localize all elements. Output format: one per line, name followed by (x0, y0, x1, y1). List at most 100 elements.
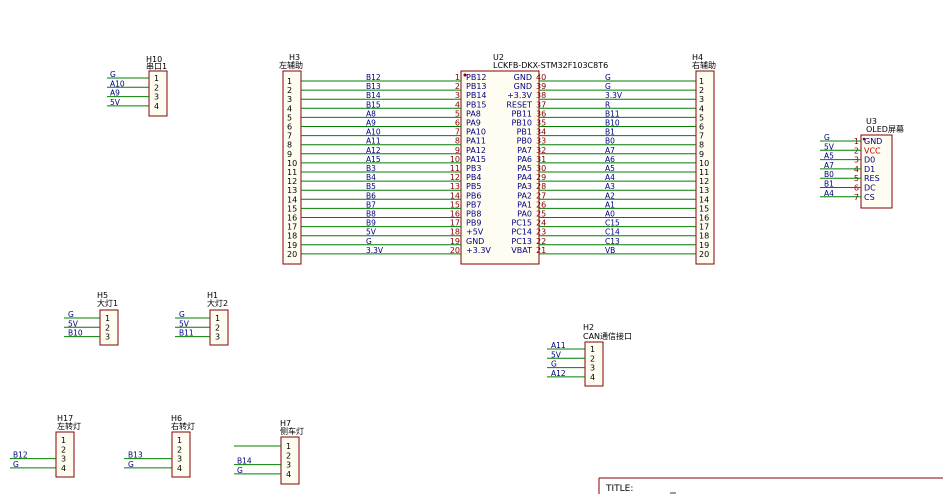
h4-net-label: B10 (605, 119, 620, 128)
u2-pin-name: PA7 (517, 146, 532, 155)
h2-pin-number: 2 (590, 354, 595, 363)
h10-net-label: A9 (110, 89, 120, 98)
h4-pin-number: 8 (699, 141, 704, 150)
h6-net-label: G (128, 460, 134, 469)
h2-body (584, 341, 604, 387)
u2-pin-name: RESET (506, 100, 532, 109)
h10-net-label: A10 (110, 79, 125, 88)
u2-mcu[interactable]: U2 LCKFB-DKX-STM32F103C8T6 PB121PB132PB1… (450, 53, 608, 265)
u2-pin-name: PA4 (517, 173, 532, 182)
u2-pin-number: 12 (450, 173, 460, 182)
u2-value: LCKFB-DKX-STM32F103C8T6 (493, 61, 608, 70)
u3-pin-name: DC (864, 184, 876, 193)
h17-pin-number: 2 (61, 445, 66, 454)
h4-net-label: A3 (605, 182, 615, 191)
h3-net-label: B12 (366, 73, 381, 82)
u2-pin-number: 17 (450, 219, 460, 228)
h7-pin-number: 3 (286, 461, 291, 470)
u2-pin-number: 39 (536, 82, 546, 91)
u3-pins: GND1GVCC25VD03A5D14A7RES5B0DC6B1CS7A4 (820, 133, 882, 202)
h17-net-label: G (13, 460, 19, 469)
h3-pin-number: 18 (287, 232, 297, 241)
h4-net-label: B0 (605, 137, 615, 146)
u2-pin-number: 6 (455, 119, 460, 128)
h2-pin-number: 4 (590, 373, 595, 382)
u2-pin-name: PC14 (511, 228, 532, 237)
h7-net-label: G (237, 466, 243, 475)
h4-net-label: A5 (605, 164, 615, 173)
h3-pin-number: 1 (287, 77, 292, 86)
h3-pin-number: 13 (287, 186, 297, 195)
u2-pin1-marker (463, 73, 467, 77)
h1-value: 大灯2 (207, 298, 228, 308)
h3-pin-number: 12 (287, 177, 297, 186)
h3-net-label: B13 (366, 82, 381, 91)
h17-body (55, 431, 75, 478)
h6-body (171, 431, 191, 478)
h3-net-label: B5 (366, 182, 376, 191)
u2-pin-number: 29 (536, 173, 546, 182)
u2-pin-number: 30 (536, 164, 546, 173)
u2-pin-name: PA10 (466, 128, 486, 137)
u3-net-label: 5V (824, 142, 835, 151)
u2-pin-name: PA11 (466, 137, 486, 146)
h17-pin-number: 3 (61, 455, 66, 464)
h7-net-label: B14 (237, 457, 252, 466)
u2-pin-name: PB13 (466, 82, 487, 91)
h4-pin-number: 11 (699, 168, 709, 177)
u2-pin-name: GND (466, 237, 484, 246)
u2-pin-number: 2 (455, 82, 460, 91)
h1-net-label: B11 (179, 329, 194, 338)
h3-ref: H3 (289, 53, 300, 62)
h4-pin-number: 9 (699, 150, 704, 159)
u2-pin-name: PB1 (517, 128, 532, 137)
h3-net-label: A12 (366, 146, 381, 155)
u2-pin-number: 7 (455, 128, 460, 137)
u2-pin-number: 18 (450, 228, 460, 237)
u2-pin-number: 3 (455, 91, 460, 100)
h4-net-label: A2 (605, 191, 615, 200)
h3-pin-number: 11 (287, 168, 297, 177)
h7-body (280, 436, 300, 485)
h4-net-label: A6 (605, 155, 615, 164)
u2-pin-name: PC15 (511, 219, 532, 228)
u2-pin-number: 38 (536, 91, 546, 100)
h4-pin-number: 19 (699, 241, 709, 250)
h4-pin-number: 7 (699, 132, 704, 141)
u2-pin-name: PA9 (466, 119, 481, 128)
h4-pin-number: 3 (699, 95, 704, 104)
h17-value: 左转灯 (57, 421, 81, 431)
u2-pin-number: 11 (450, 164, 460, 173)
u2-pin-number: 1 (455, 73, 460, 82)
u2-pin-name: PB7 (466, 200, 481, 209)
h6-pin-number: 2 (177, 445, 182, 454)
h4-pin-number: 20 (699, 250, 709, 259)
h1-ref: H1 (207, 291, 218, 300)
u3-oled[interactable]: U3 OLED屏幕 GND1GVCC25VD03A5D14A7RES5B0DC6… (820, 117, 904, 209)
h4-header[interactable]: H4 右辅助 1G2G33.3V4R5B116B107B18B09A710A61… (539, 53, 716, 265)
u2-pin-name: GND (514, 73, 532, 82)
h17-net-label: B12 (13, 451, 28, 460)
u2-pin-number: 19 (450, 237, 460, 246)
h3-net-label: B4 (366, 173, 376, 182)
h7-pin-number: 1 (286, 442, 291, 451)
u2-pin-name: +3.3V (466, 246, 491, 255)
u2-left-pins: PB121PB132PB143PB154PA85PA96PA107PA118PA… (450, 73, 492, 255)
h4-ref: H4 (692, 53, 703, 62)
h3-pin-number: 6 (287, 123, 292, 132)
h3-pin-number: 17 (287, 223, 297, 232)
u2-pin-number: 8 (455, 137, 460, 146)
h4-net-label: G (605, 82, 611, 91)
u2-pin-number: 15 (450, 200, 460, 209)
h2-net-label: 5V (551, 350, 562, 359)
h4-pin-number: 1 (699, 77, 704, 86)
u3-pin-name: D1 (864, 165, 875, 174)
